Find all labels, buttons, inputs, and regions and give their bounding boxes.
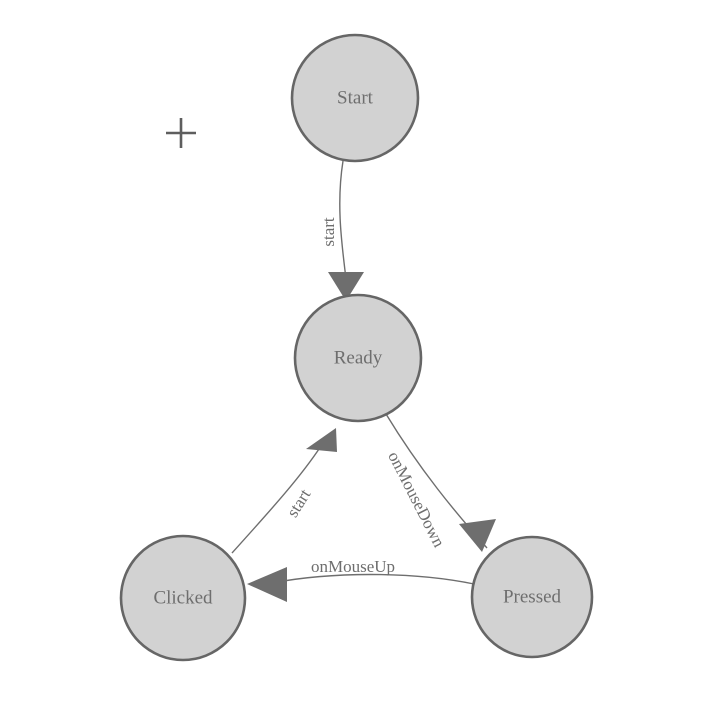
edge-path-pressed-to-clicked — [271, 573, 475, 585]
node-clicked[interactable]: Clicked — [119, 534, 247, 662]
node-label-ready: Ready — [334, 347, 383, 368]
edge-clicked-to-ready[interactable]: start — [231, 428, 337, 554]
node-ready[interactable]: Ready — [293, 293, 423, 423]
crosshair-icon — [166, 118, 196, 148]
node-circle-pressed — [470, 535, 594, 659]
arrowhead-pressed-to-clicked — [247, 567, 287, 602]
edge-label-ready-to-pressed: onMouseDown — [384, 448, 449, 550]
node-circle-clicked — [119, 534, 247, 662]
arrowhead-start-to-ready — [328, 272, 364, 301]
edge-ready-to-pressed[interactable]: onMouseDown — [384, 413, 496, 552]
node-label-pressed: Pressed — [503, 586, 562, 607]
edge-start-to-ready[interactable]: start — [319, 160, 364, 301]
node-circle-start — [290, 33, 420, 163]
edge-path-start-to-ready — [339, 160, 347, 280]
node-circle-ready — [293, 293, 423, 423]
edge-path-clicked-to-ready — [231, 445, 322, 554]
edge-label-start-to-ready: start — [319, 217, 338, 247]
edge-pressed-to-clicked[interactable]: onMouseUp — [247, 557, 475, 602]
arrowhead-ready-to-pressed — [459, 519, 496, 552]
node-pressed[interactable]: Pressed — [470, 535, 594, 659]
node-start[interactable]: Start — [290, 33, 420, 163]
node-label-start: Start — [337, 87, 374, 108]
edge-label-pressed-to-clicked: onMouseUp — [311, 557, 395, 576]
node-label-clicked: Clicked — [153, 587, 213, 608]
arrowhead-clicked-to-ready — [306, 428, 337, 452]
